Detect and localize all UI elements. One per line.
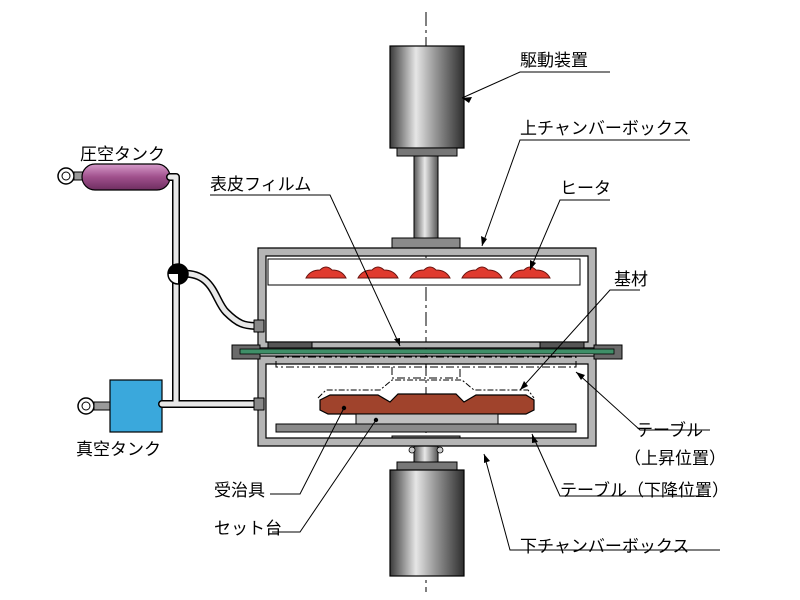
label-drive-unit: 駆動装置	[520, 51, 588, 71]
upper-chamber-box	[257, 247, 597, 349]
heater-element	[357, 266, 399, 279]
label-table-lowered: テーブル（下降位置）	[560, 480, 729, 501]
receiving-jig	[319, 393, 535, 415]
label-heater: ヒータ	[560, 179, 611, 199]
heater-array	[305, 266, 551, 279]
table-raised-outline	[275, 356, 577, 379]
label-skin-film: 表皮フィルム	[210, 175, 311, 195]
lower-drive-unit	[389, 435, 465, 577]
lower-seal-rings	[408, 446, 444, 454]
heater-element	[461, 266, 503, 279]
leader-arrowheads	[341, 97, 585, 463]
label-table-raised-sub: （上昇位置）	[624, 449, 726, 469]
upper-drive-unit	[389, 45, 465, 249]
switching-valve	[167, 263, 189, 285]
leader-lines	[210, 71, 720, 551]
skin-film	[239, 348, 615, 355]
pressure-tank	[57, 163, 171, 191]
piping	[158, 173, 265, 411]
base-material	[317, 379, 535, 399]
heater-element	[409, 266, 451, 279]
vacuum-tank	[77, 379, 163, 433]
label-set-stand: セット台	[214, 519, 282, 539]
label-table-raised: テーブル	[636, 420, 703, 441]
label-jig: 受治具	[214, 481, 265, 501]
label-lower-chamber-box: 下チャンバーボックス	[520, 537, 689, 557]
label-vacuum-tank: 真空タンク	[76, 440, 161, 460]
table-lowered	[275, 423, 577, 433]
label-base-material: 基材	[614, 270, 648, 290]
label-pressure-tank: 圧空タンク	[80, 145, 165, 165]
label-upper-chamber-box: 上チャンバーボックス	[520, 119, 689, 139]
heater-element	[305, 266, 347, 279]
lower-chamber-box	[257, 355, 597, 447]
